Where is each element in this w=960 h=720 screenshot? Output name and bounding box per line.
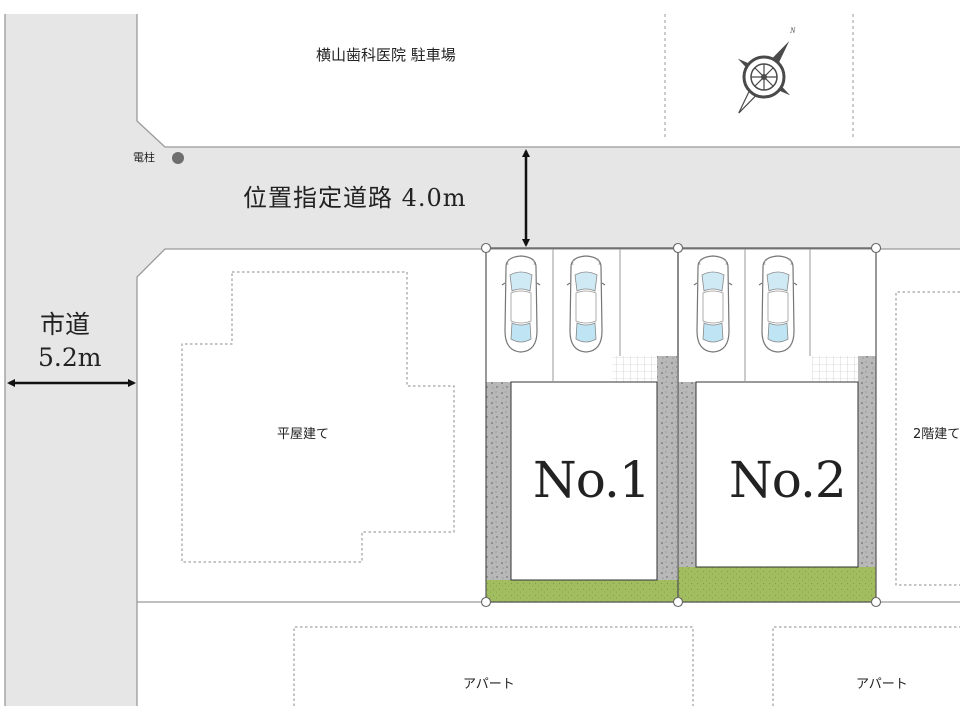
west-road (5, 14, 960, 706)
east-house-footprint (895, 291, 960, 586)
apartment-left-footprint (293, 626, 694, 706)
west-house-footprint (181, 271, 455, 563)
boundary-markers (480, 242, 882, 608)
north-road-label: 位置指定道路 4.0m (243, 184, 467, 212)
apartment-right-footprint (772, 626, 960, 706)
lot-2-label: No.2 (729, 451, 847, 509)
compass-north-label: N (789, 26, 796, 35)
apartment-left-label: アパート (463, 677, 515, 692)
west-road-width-label: 5.2m (38, 343, 102, 372)
compass-rose-icon: N (737, 26, 796, 114)
utility-pole-label: 電柱 (133, 151, 155, 164)
utility-pole-icon (172, 152, 184, 164)
lot-1 (485, 247, 679, 603)
east-house-label: 2階建て (913, 427, 960, 442)
road-edges (4, 14, 960, 706)
north-lot-lines (664, 14, 854, 140)
north-lot-label: 横山歯科医院 駐車場 (316, 46, 456, 64)
west-road-name-label: 市道 (40, 310, 91, 339)
lot-2 (677, 247, 877, 603)
lot-1-label: No.1 (533, 451, 651, 509)
west-house-label: 平屋建て (277, 427, 330, 442)
apartment-right-label: アパート (856, 677, 908, 692)
